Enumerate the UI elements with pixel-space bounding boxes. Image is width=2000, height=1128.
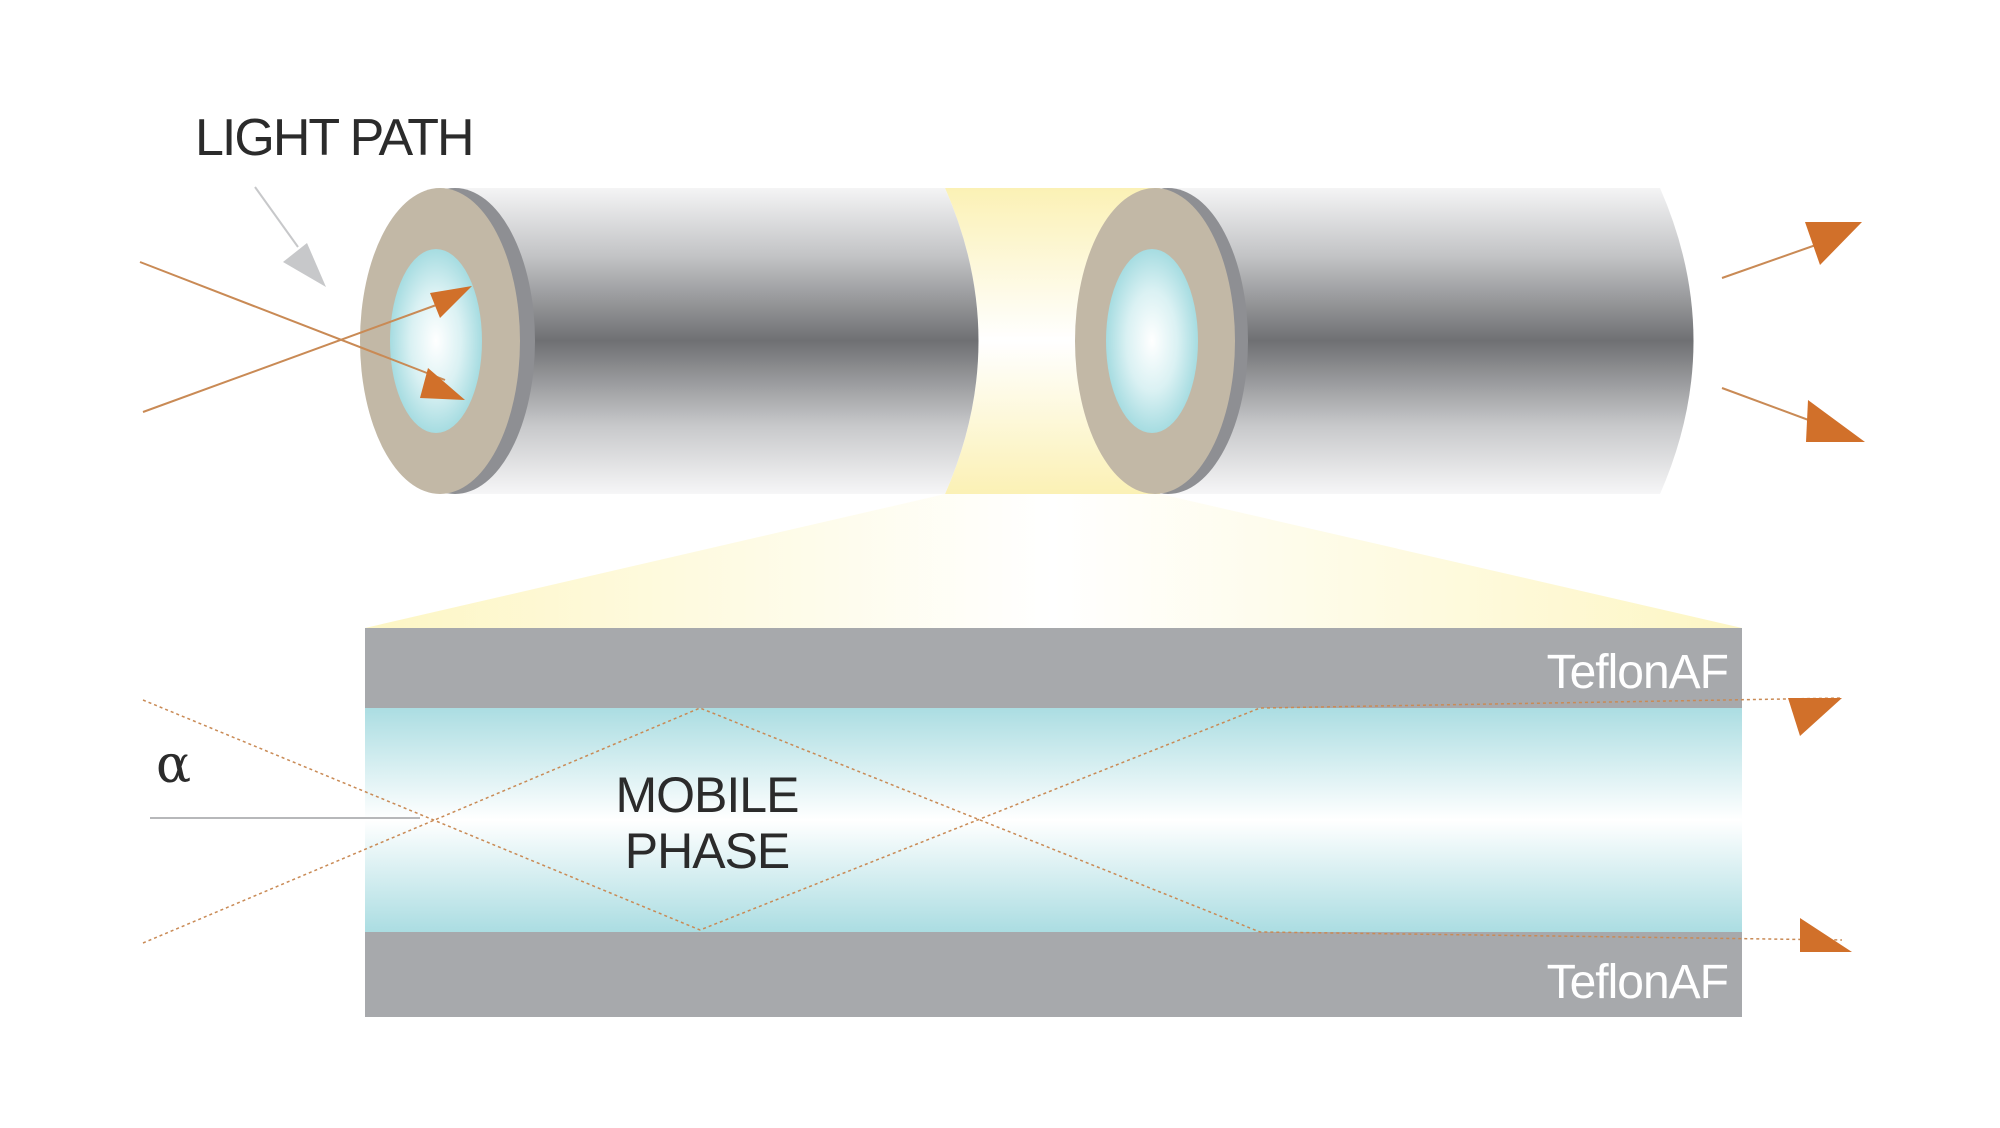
- teflon-bottom-label: TeflonAF: [1547, 956, 1728, 1009]
- teflon-wall-bottom: [365, 932, 1742, 1017]
- teflon-wall-top: [365, 628, 1742, 708]
- light-path-label: LIGHT PATH: [195, 109, 473, 167]
- right-tube-core: [1106, 249, 1198, 433]
- left-tube-body: [446, 188, 979, 494]
- reflected-ray-a: [142, 697, 1843, 931]
- mobile-phase-label-line2: PHASE: [625, 823, 790, 879]
- arrow-icon: [1805, 222, 1862, 265]
- left-tube-core: [390, 249, 482, 433]
- arrow-icon: [1788, 698, 1842, 736]
- reflected-ray-b: [142, 707, 1843, 944]
- mobile-phase-label-line1: MOBILE: [616, 767, 799, 823]
- pointer-arrow-icon: [254, 186, 326, 287]
- arrow-icon: [430, 286, 472, 318]
- arrow-icon: [1806, 400, 1865, 442]
- waveguide-cross-section: α MOBILE PHASE TeflonAF TeflonAF: [142, 628, 1852, 1017]
- teflon-top-label: TeflonAF: [1547, 646, 1728, 699]
- alpha-angle-label: α: [156, 735, 191, 795]
- arrow-icon: [420, 368, 465, 400]
- outgoing-rays: [1721, 222, 1865, 442]
- right-tube-body: [1160, 188, 1694, 494]
- incoming-rays: [139, 261, 472, 413]
- zoom-fan: [365, 494, 1742, 628]
- arrow-icon: [1800, 918, 1852, 952]
- mobile-phase-band: [365, 708, 1742, 932]
- tube-assembly: [360, 188, 1694, 494]
